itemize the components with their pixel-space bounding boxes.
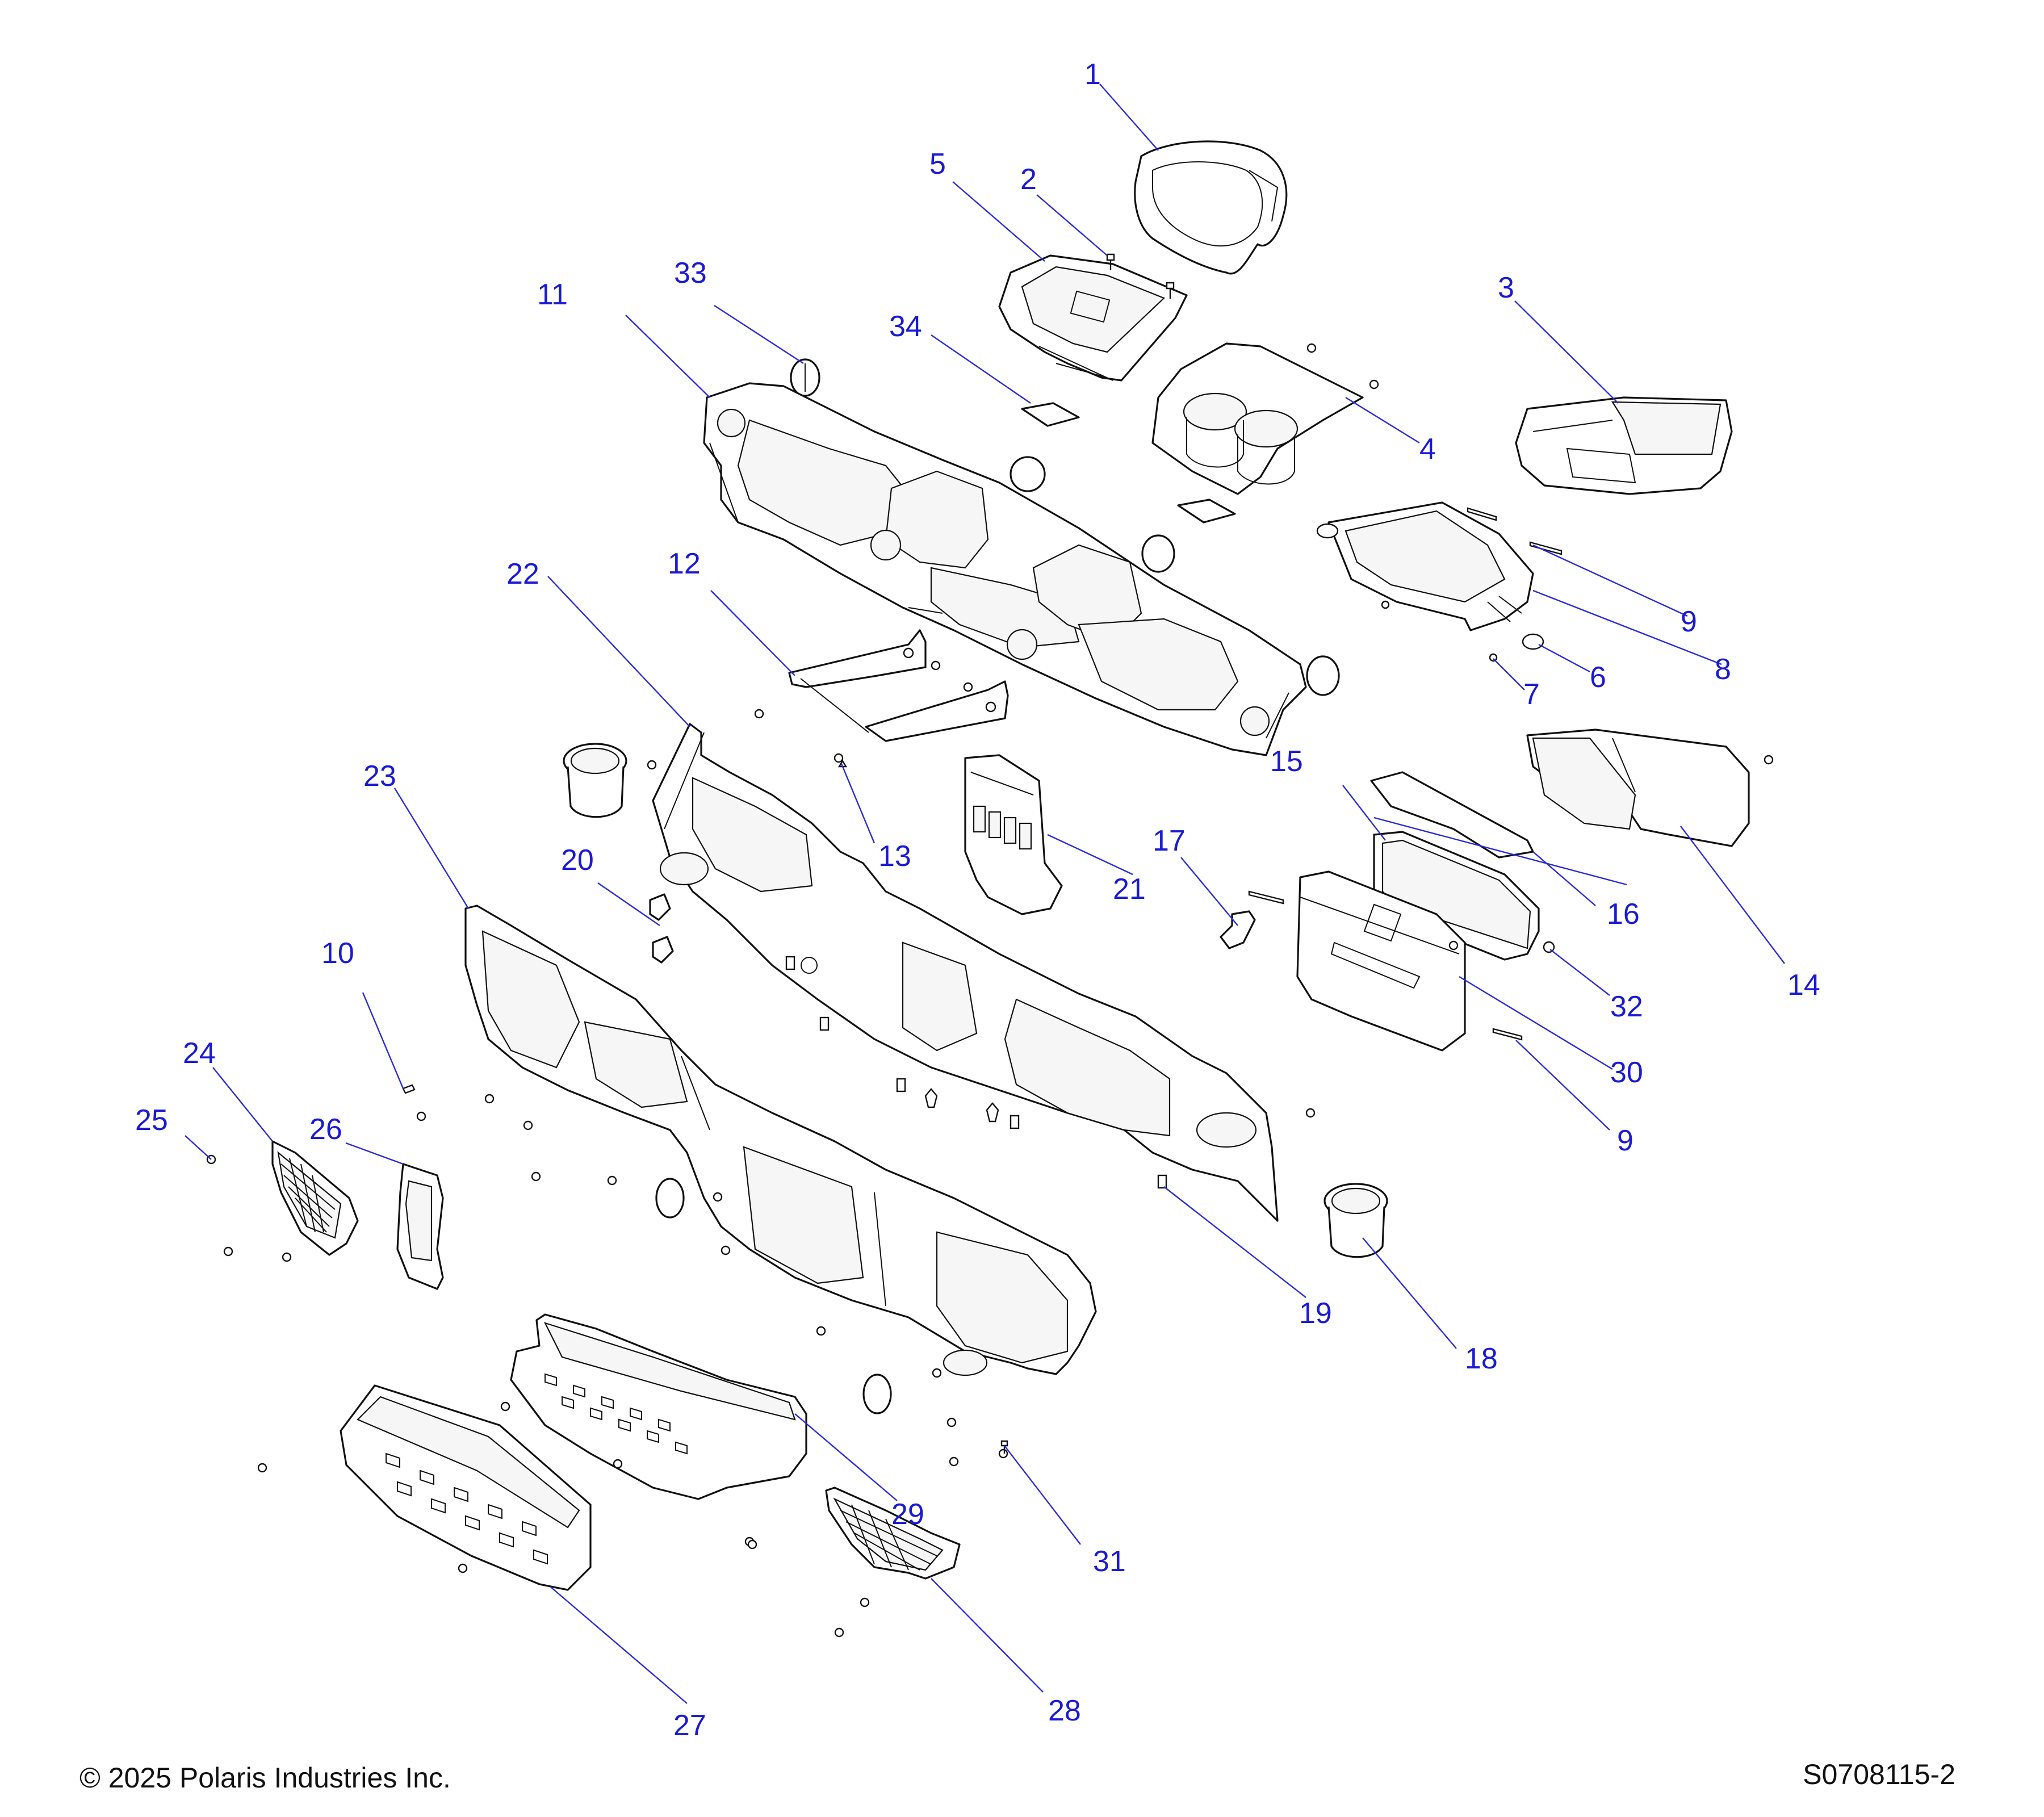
callout-4: 4	[1419, 433, 1436, 466]
part-28-grille	[747, 1487, 961, 1638]
part-3-storage-door	[1515, 396, 1733, 495]
part-11-upper-dash	[703, 382, 1307, 756]
part-22-dash-frame	[652, 723, 1279, 1222]
callout-33: 33	[674, 257, 707, 290]
callout-14: 14	[1787, 969, 1820, 1002]
callout-6: 6	[1590, 661, 1606, 694]
callout-8: 8	[1715, 653, 1731, 686]
callout-16: 16	[1607, 898, 1640, 931]
part-5-gauge-bezel	[998, 254, 1188, 382]
callout-34: 34	[889, 310, 922, 343]
part-17-clip	[1220, 890, 1284, 949]
callout-32: 32	[1610, 990, 1643, 1023]
callout-27: 27	[673, 1709, 706, 1742]
callout-29: 29	[891, 1498, 924, 1531]
callout-13: 13	[878, 840, 911, 873]
callout-19: 19	[1299, 1297, 1332, 1330]
callout-24: 24	[183, 1037, 216, 1070]
callout-9-lower: 9	[1617, 1124, 1633, 1157]
callout-17: 17	[1153, 824, 1186, 857]
part-2-screws	[1106, 253, 1175, 299]
callout-22: 22	[506, 558, 539, 591]
part-6-grommet	[1522, 633, 1544, 650]
part-7-screw	[1381, 600, 1498, 662]
part-13-fasteners	[647, 660, 973, 770]
part-31-screw	[1000, 1440, 1008, 1454]
part-30-glovebox-door	[1296, 870, 1466, 1052]
part-16-latch-strip	[1370, 771, 1534, 859]
callout-21: 21	[1113, 873, 1146, 906]
part-34-cover-plate	[1010, 402, 1340, 696]
callout-30: 30	[1610, 1056, 1643, 1089]
callout-18: 18	[1465, 1342, 1498, 1375]
callout-31: 31	[1093, 1545, 1126, 1578]
part-26-bezel	[396, 1163, 444, 1290]
part-24-grille	[271, 1140, 359, 1256]
copyright-notice: © 2025 Polaris Industries Inc.	[79, 1762, 451, 1794]
part-1-cluster-hood	[1134, 140, 1288, 275]
callout-12: 12	[668, 547, 701, 580]
leader-lines	[185, 83, 1785, 1704]
part-27-storage-bin	[257, 1384, 755, 1591]
callout-3: 3	[1498, 271, 1514, 304]
part-9-bolts	[1467, 507, 1563, 1041]
part-29-storage-bin	[510, 1313, 807, 1500]
callout-20: 20	[561, 844, 594, 877]
part-4-cupholder-console	[1151, 342, 1379, 495]
callout-26: 26	[309, 1113, 342, 1146]
part-18-cup-holder	[563, 743, 1388, 1258]
part-8-storage-tray	[1316, 501, 1534, 631]
part-12-brackets	[788, 629, 1009, 742]
part-14-storage-box	[1526, 729, 1774, 847]
part-23-lower-dash	[464, 905, 1097, 1414]
part-33-plug	[790, 358, 820, 397]
callout-15: 15	[1270, 745, 1303, 778]
callout-9-upper: 9	[1681, 605, 1697, 638]
drawing-code: S0708115-2	[1803, 1759, 1955, 1790]
callout-1: 1	[1084, 58, 1101, 91]
part-21-switch-panel	[964, 754, 1063, 915]
callout-numbers: 1 2 5 3 4 33 34 11 9 8 6 7 12 22 13 21 1…	[135, 58, 1820, 1742]
part-10-screws	[402, 1084, 1008, 1467]
callout-11: 11	[537, 278, 568, 311]
callout-2: 2	[1020, 163, 1037, 196]
part-20-brackets	[649, 893, 674, 964]
callout-5: 5	[929, 148, 946, 181]
part-19-clips	[785, 956, 1316, 1189]
callout-28: 28	[1048, 1694, 1081, 1727]
callout-25: 25	[135, 1104, 168, 1137]
callout-10: 10	[321, 937, 354, 970]
callout-7: 7	[1523, 678, 1540, 711]
callout-23: 23	[363, 760, 396, 793]
